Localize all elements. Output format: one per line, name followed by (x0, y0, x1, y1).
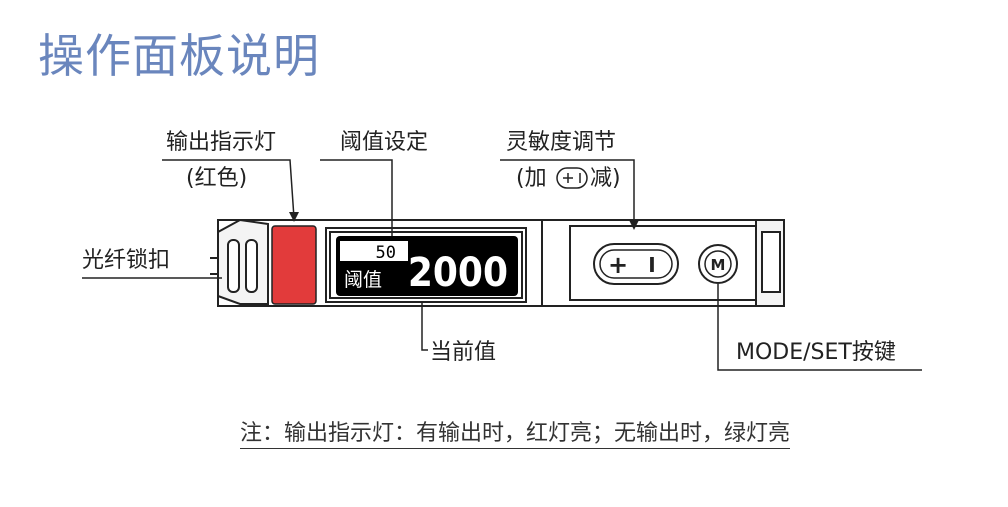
mode-set-button[interactable]: M (698, 244, 738, 284)
label-sensitivity-sub-right: 减) (590, 166, 621, 191)
footnote: 注：输出指示灯：有输出时，红灯亮；无输出时，绿灯亮 (240, 420, 791, 449)
page-title: 操作面板说明 (38, 29, 320, 83)
output-indicator-led (271, 225, 317, 305)
leader-lines (82, 159, 922, 371)
label-sensitivity-adjust: 灵敏度调节 (506, 130, 617, 155)
sensitivity-arrow (629, 220, 639, 230)
minus-icon: I (648, 253, 655, 277)
plus-minus-small-icon (556, 167, 588, 189)
label-fiber-lock: 光纤锁扣 (82, 248, 171, 273)
label-mode-set-key: MODE/SET按键 (736, 340, 896, 365)
mode-icon: M (711, 256, 726, 274)
current-value-readout: 2000 (408, 250, 508, 296)
sensitivity-button[interactable]: + I (593, 243, 679, 285)
label-output-indicator: 输出指示灯 (166, 130, 277, 155)
label-current-value: 当前值 (430, 340, 497, 365)
label-sensitivity-sub-left: (加 (516, 166, 547, 191)
threshold-value: 50 (376, 243, 396, 263)
plus-icon: + (608, 251, 628, 279)
threshold-value-box (340, 241, 408, 261)
indicator-arrow (289, 212, 299, 222)
label-output-indicator-sub: (红色) (186, 166, 248, 191)
label-threshold-setting: 阈值设定 (340, 130, 429, 155)
threshold-label: 阈值 (344, 269, 382, 291)
